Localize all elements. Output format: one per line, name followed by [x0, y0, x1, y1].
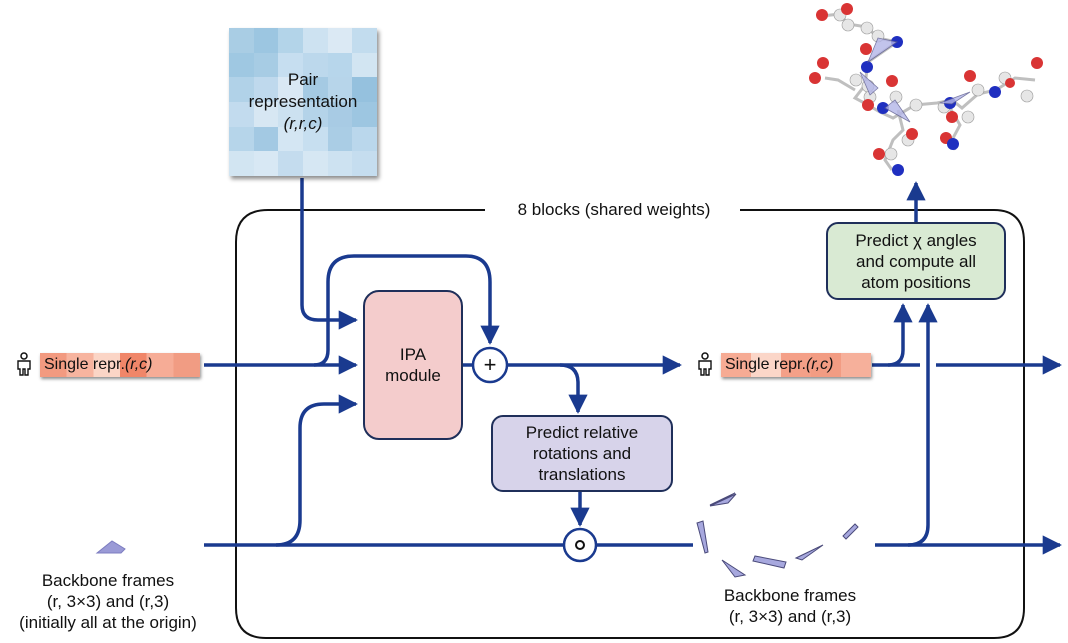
predict-rot-line1: Predict relative	[525, 423, 639, 442]
pair-heatmap-cell	[278, 101, 303, 127]
predict-rot-line2: rotations and	[532, 444, 632, 463]
pair-heatmap-cell	[352, 151, 377, 176]
pair-title-line1: Pair	[287, 70, 319, 89]
arrow-frames-to-chi	[907, 303, 938, 547]
single-output-label: Single repr.	[725, 356, 806, 373]
pair-heatmap-cell	[229, 77, 254, 102]
pair-heatmap-cell	[302, 77, 328, 102]
predict-chi-box: Predict χ angles and compute all atom po…	[826, 222, 1006, 300]
predict-chi-line1: Predict χ angles	[855, 230, 977, 250]
pair-heatmap-cell	[327, 151, 353, 176]
pair-heatmap-cell	[229, 151, 254, 176]
arrow-to-predict-rot	[559, 363, 588, 414]
pair-heatmap-cell	[352, 77, 377, 102]
pair-heatmap-cell	[229, 28, 254, 53]
pair-heatmap-cell	[253, 77, 279, 102]
pair-heatmap-cell	[278, 151, 303, 176]
ipa-line2: module	[385, 366, 441, 385]
ipa-module: IPA module	[363, 290, 463, 440]
block-label: 8 blocks (shared weights)	[490, 199, 738, 220]
pair-heatmap-cell	[229, 126, 254, 152]
ipa-line1: IPA	[399, 345, 427, 364]
single-input-label: Single repr.	[44, 356, 125, 373]
pair-heatmap-cell	[327, 101, 353, 127]
arrow-skip-to-plus	[313, 254, 500, 367]
input-frames-line3: (initially all at the origin)	[19, 613, 197, 632]
output-frames-label: Backbone frames (r, 3×3) and (r,3)	[680, 585, 900, 627]
backbone-frames-output	[696, 492, 859, 578]
svg-text:+: +	[484, 352, 497, 377]
input-frames-line1: Backbone frames	[41, 571, 175, 590]
pair-representation: Pair representation (r,r,c)	[229, 28, 377, 176]
pair-heatmap-cell	[302, 28, 328, 53]
pair-heatmap-cell	[327, 126, 353, 152]
pair-dims: (r,r,c)	[283, 114, 323, 133]
add-operation: +	[471, 346, 509, 384]
predict-chi-line3: atom positions	[861, 272, 971, 292]
pair-heatmap-cell	[302, 126, 328, 152]
pair-heatmap-cell	[302, 151, 328, 176]
predict-rot-line3: translations	[538, 465, 626, 484]
arrow-frames-to-ipa	[275, 394, 358, 547]
arrow-pair-to-ipa	[300, 178, 358, 330]
predict-rotations-box: Predict relative rotations and translati…	[491, 415, 673, 492]
pair-heatmap-cell	[278, 77, 303, 102]
pair-heatmap-cell	[302, 52, 328, 78]
pair-heatmap-cell	[278, 126, 303, 152]
pair-title-line2: representation	[248, 92, 358, 111]
single-input-dims: (r,c)	[124, 356, 153, 373]
pair-heatmap-cell	[327, 28, 353, 53]
single-repr-output: Single repr. (r,c)	[721, 353, 871, 377]
compose-operation	[562, 527, 598, 563]
pair-heatmap-cell	[352, 28, 377, 53]
pair-heatmap-cell	[253, 52, 279, 78]
pair-heatmap-cell	[253, 126, 279, 152]
single-repr-input: Single repr. (r,c)	[40, 353, 200, 377]
pair-heatmap-cell	[278, 52, 303, 78]
arrow-single-to-chi	[872, 303, 913, 367]
predict-chi-line2: and compute all	[855, 251, 977, 271]
pair-heatmap-cell	[302, 101, 328, 127]
pair-heatmap-cell	[253, 151, 279, 176]
pair-heatmap-cell	[253, 28, 279, 53]
pair-heatmap-cell	[352, 52, 377, 78]
pair-heatmap	[229, 28, 377, 176]
pair-heatmap-cell	[352, 126, 377, 152]
input-frames-label: Backbone frames (r, 3×3) and (r,3) (init…	[0, 570, 216, 633]
triangle-frame-icon	[95, 540, 126, 554]
single-output-dims: (r,c)	[805, 356, 834, 373]
block-outline	[235, 209, 1025, 639]
pair-heatmap-cell	[253, 101, 279, 127]
pair-heatmap-cell	[327, 77, 353, 102]
pair-heatmap-cell	[352, 101, 377, 127]
pair-heatmap-cell	[229, 101, 254, 127]
pair-heatmap-cell	[278, 28, 303, 53]
pair-heatmap-cell	[327, 52, 353, 78]
person-icon	[17, 352, 31, 376]
person-icon	[698, 352, 712, 376]
protein-structure-icon	[809, 3, 1043, 176]
output-frames-line2: (r, 3×3) and (r,3)	[728, 607, 852, 626]
output-frames-line1: Backbone frames	[723, 586, 857, 605]
input-frames-line2: (r, 3×3) and (r,3)	[46, 592, 170, 611]
pair-heatmap-cell	[229, 52, 254, 78]
